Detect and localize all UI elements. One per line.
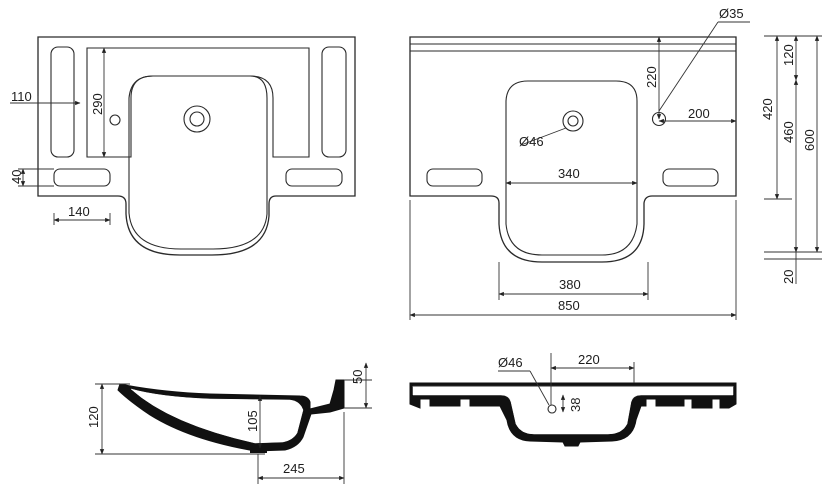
dim-diam-35: Ø35 bbox=[719, 6, 744, 21]
dim-diam-46: Ø46 bbox=[519, 134, 544, 149]
side-dims: 120 50 105 245 bbox=[86, 362, 372, 484]
dim-850: 850 bbox=[558, 298, 580, 313]
dim-220: 220 bbox=[644, 66, 659, 88]
plan-view-top bbox=[409, 36, 737, 263]
dim-side-50: 50 bbox=[350, 370, 365, 384]
dim-600: 600 bbox=[802, 129, 817, 151]
dim-460: 460 bbox=[781, 121, 796, 143]
dim-200: 200 bbox=[688, 106, 710, 121]
dim-380: 380 bbox=[559, 277, 581, 292]
dim-140: 140 bbox=[68, 204, 90, 219]
dim-front-38: 38 bbox=[568, 398, 583, 412]
dim-120: 120 bbox=[781, 44, 796, 66]
dim-side-105: 105 bbox=[245, 410, 260, 432]
dim-290: 290 bbox=[90, 93, 105, 115]
dim-40: 40 bbox=[9, 170, 24, 184]
dim-110: 110 bbox=[11, 89, 32, 104]
dim-420: 420 bbox=[760, 98, 775, 120]
height-dims: 420 120 460 600 20 bbox=[760, 35, 822, 284]
plan-top-dims: Ø35 220 200 Ø46 340 380 850 bbox=[409, 6, 750, 320]
dim-20: 20 bbox=[781, 270, 796, 284]
dim-front-diam-46: Ø46 bbox=[498, 355, 523, 370]
dim-front-220: 220 bbox=[578, 352, 600, 367]
plan-dims: 110 290 40 140 bbox=[9, 47, 111, 225]
dim-340: 340 bbox=[558, 166, 580, 181]
side-section bbox=[117, 379, 345, 453]
dim-side-120: 120 bbox=[86, 406, 101, 428]
front-dims: Ø46 220 38 bbox=[498, 352, 635, 414]
front-section bbox=[409, 382, 737, 447]
dim-side-245: 245 bbox=[283, 461, 305, 476]
plan-view-underside bbox=[37, 36, 356, 256]
